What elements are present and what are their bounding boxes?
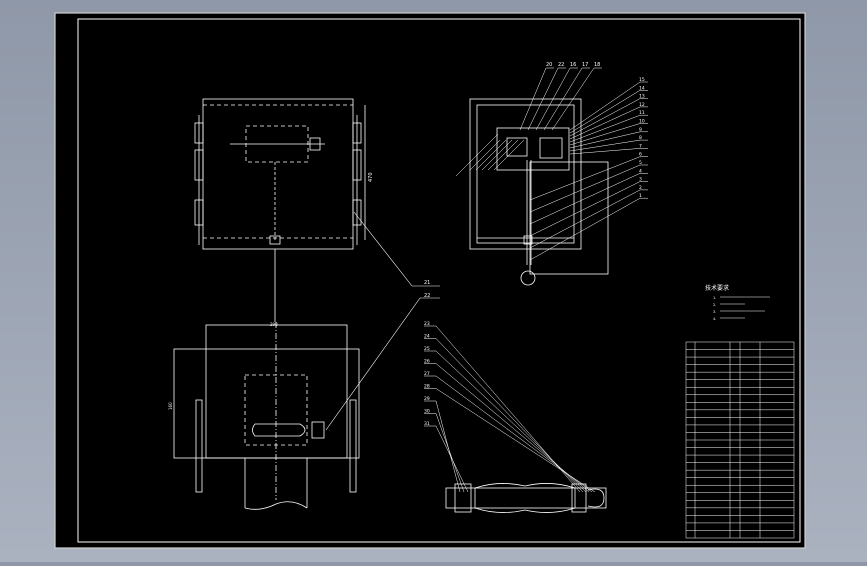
tech-req-line-4: 4. [713,317,716,321]
leader-line [529,164,641,213]
tech-req-line-2: 2. [713,303,716,307]
leader-line [569,98,641,137]
callout-label: 3 [639,177,642,183]
callout-label: 31 [424,421,430,427]
callout-21: 21 [424,280,430,286]
callout-label: 17 [582,62,588,68]
tech-req-lines: 1. 2. 3. 4. [713,296,770,321]
callout-label: 20 [546,62,552,68]
drawing-sheet [54,12,806,549]
leader-line [569,123,641,146]
detail-labels: 23 24 25 26 27 28 29 30 31 [424,321,430,427]
callout-label: 11 [639,110,645,116]
leader-line [529,197,641,261]
leader-line [529,189,641,249]
tech-req-title: 技术要求 [705,284,729,292]
leader-line [529,181,641,237]
callout-label: 22 [558,62,564,68]
tech-req-line-3: 3. [713,310,716,314]
callout-label: 29 [424,396,430,402]
callout-label: 9 [639,127,642,133]
front-view [194,98,366,322]
callout-label: 1 [639,193,642,199]
section-side-labels: 15 14 13 12 11 10 9 8 7 6 5 4 3 2 1 [639,77,645,199]
callout-label: 23 [424,321,430,327]
section-side-leaders [529,81,648,261]
callout-label: 2 [639,185,642,191]
callout-label: 24 [424,334,430,340]
callout-label: 13 [639,94,645,100]
drawing-frame [77,18,801,543]
leader-line [569,139,641,152]
leader-line [529,156,641,201]
callout-label: 30 [424,409,430,415]
callout-label: 16 [570,62,576,68]
leader-line [569,81,641,131]
parts-list-table [685,341,795,539]
leader-line [527,67,559,131]
leader-line [435,425,469,493]
leader-line [435,388,596,493]
leader-line [529,173,641,225]
callout-label: 27 [424,371,430,377]
tech-req-line-1: 1. [713,296,716,300]
leader-line [569,114,641,143]
detail-leaders [424,325,596,493]
callout-label: 28 [424,384,430,390]
leader-line [569,131,641,149]
callout-22: 22 [424,293,430,299]
leader-line [543,67,583,131]
callout-label: 10 [639,119,645,125]
leader-line [435,375,593,493]
front-callout-leaders [325,211,440,431]
leader-line [569,90,641,134]
section-hatch [455,133,525,177]
callout-label: 12 [639,102,645,108]
leader-line [569,106,641,140]
leader-line [569,148,641,155]
leader-line [519,67,547,131]
callout-label: 6 [639,152,642,158]
callout-label: 14 [639,85,645,91]
leader-line [435,413,465,493]
leader-line [535,67,571,131]
dim-bottom-width: 290 [270,322,278,327]
callout-label: 18 [594,62,600,68]
callout-label: 5 [639,160,642,166]
callout-label: 8 [639,135,642,141]
dim-front-height: 470 [368,172,374,182]
detail-view [445,483,607,513]
section-top-labels: 20 22 16 17 18 [546,62,600,68]
callout-label: 15 [639,77,645,83]
dim-bottom-side: 160 [168,402,173,410]
section-top-leaders [519,67,602,131]
plan-view [173,322,360,510]
callout-label: 4 [639,168,642,174]
callout-label: 26 [424,359,430,365]
callout-label: 25 [424,346,430,352]
callout-label: 7 [639,143,642,149]
leader-line [551,67,595,131]
